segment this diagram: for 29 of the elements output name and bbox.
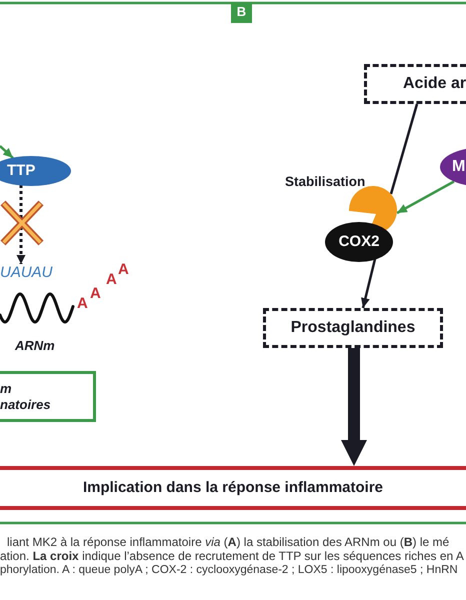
sequence-text: UAUAU xyxy=(0,264,56,282)
poly-a-letter: A xyxy=(90,285,101,302)
outcome-text: m natoires xyxy=(0,380,51,412)
arrow xyxy=(16,185,26,264)
poly-a-letter: A xyxy=(118,261,129,278)
protein-name: TTP xyxy=(7,162,36,180)
caption-line: phorylation. A : queue polyA ; COX-2 : cyclooxygénase-2 ; LOX5 : lipooxygénase5 ; HnRN xyxy=(0,564,458,578)
metabolite-name: Acide ar xyxy=(403,74,466,94)
metabolite-name: Prostaglandines xyxy=(290,318,416,338)
connector-line xyxy=(390,104,418,194)
arrow xyxy=(396,180,455,214)
panel-tag xyxy=(231,2,252,23)
arrow xyxy=(361,258,376,308)
dashed-box xyxy=(364,64,466,104)
panel-letter: B xyxy=(236,5,246,20)
outcome-box xyxy=(0,371,96,422)
caption-line: ation. La croix indique l’absence de recrutement de TTP sur les séquences riches en A xyxy=(0,550,464,564)
arrow xyxy=(0,145,14,159)
dashed-box xyxy=(263,308,443,348)
outcome-text: Implication dans la réponse inflammatoire xyxy=(82,479,384,497)
mrna-label: ARNm xyxy=(15,339,55,354)
protein-name: M xyxy=(452,158,466,176)
enzyme-ellipse xyxy=(325,222,393,262)
stabilisation-label: Stabilisation xyxy=(285,174,366,190)
poly-a-letter: A xyxy=(77,295,88,312)
caption-line: liant MK2 à la réponse inflammatoire via (A) la stabilisation des ARNm ou (B) le mé xyxy=(7,536,450,550)
poly-a-letter: A xyxy=(106,271,117,288)
outcome-band xyxy=(0,466,466,510)
enzyme-name: COX2 xyxy=(338,233,380,251)
